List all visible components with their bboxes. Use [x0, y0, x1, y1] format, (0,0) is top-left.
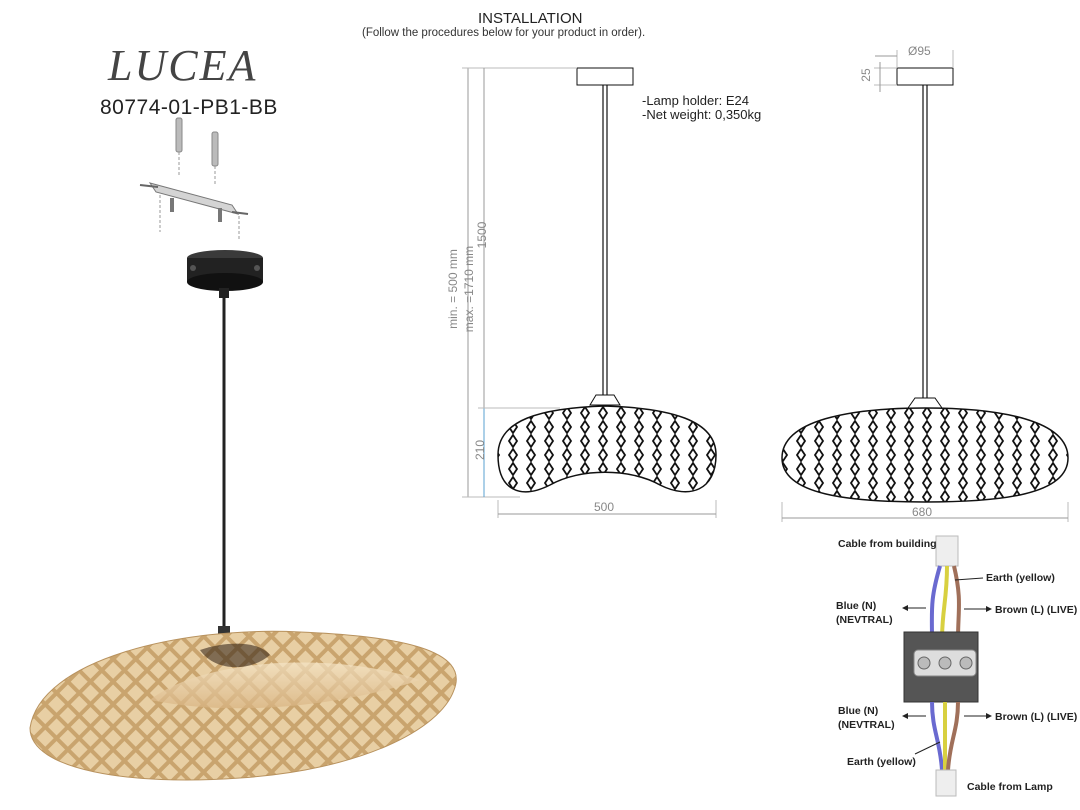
earth-top-label: Earth (yellow)	[986, 572, 1055, 584]
canopy-height-label: 25	[859, 68, 873, 82]
brown-top-label: Brown (L) (LIVE)	[995, 604, 1078, 616]
lamp-holder-spec: -Lamp holder: E24	[642, 93, 749, 108]
side-width-label: 500	[594, 500, 615, 514]
mounting-bracket	[139, 117, 249, 240]
earth-bottom-label: Earth (yellow)	[847, 756, 916, 768]
canopy-diameter-label: Ø95	[908, 44, 931, 58]
max-length-label: max. =1710 mm	[462, 245, 476, 333]
wiring-diagram	[902, 535, 992, 797]
product-photo	[29, 250, 457, 781]
cable-from-lamp-label: Cable from Lamp	[967, 781, 1053, 793]
shade-height-label: 210	[473, 439, 487, 461]
side-view-drawing	[462, 67, 717, 518]
blue-bottom-label: Blue (N) (NEVTRAL)	[838, 705, 895, 731]
cable-from-building-label: Cable from building	[838, 538, 937, 550]
brown-bottom-label: Brown (L) (LIVE)	[995, 711, 1078, 723]
cable-length-label: 1500	[475, 221, 489, 249]
blue-top-label: Blue (N) (NEVTRAL)	[836, 600, 893, 626]
installation-subtitle: (Follow the procedures below for your pr…	[362, 27, 646, 39]
model-code: 80774-01-PB1-BB	[100, 96, 278, 119]
front-width-label: 680	[912, 505, 933, 519]
front-view-drawing	[781, 50, 1069, 522]
installation-title: INSTALLATION	[478, 10, 583, 27]
min-length-label: min. = 500 mm	[446, 249, 460, 329]
brand-name: LUCEA	[108, 41, 258, 90]
net-weight-spec: -Net weight: 0,350kg	[642, 107, 762, 122]
